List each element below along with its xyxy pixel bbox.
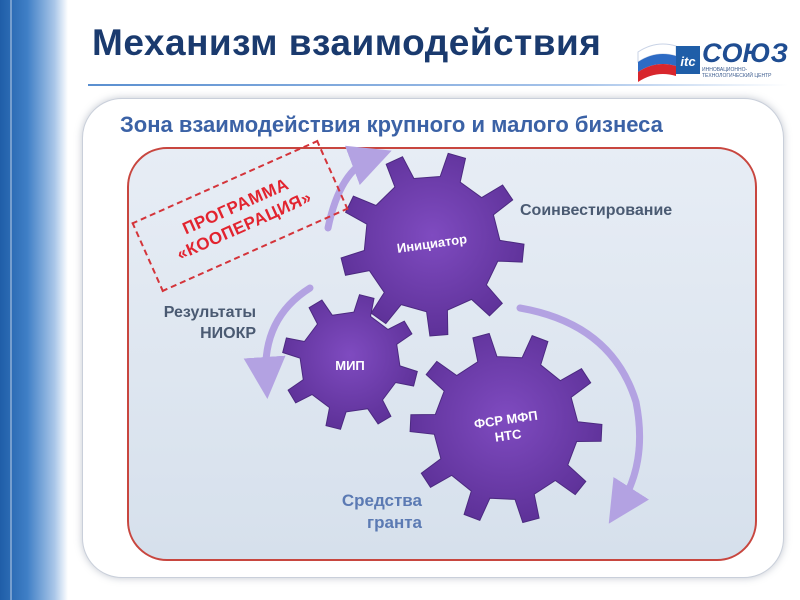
- grant-line2: гранта: [367, 513, 422, 532]
- cofinancing-label: Соинвестирование: [520, 202, 673, 219]
- flag-logo-icon: itc: [637, 43, 700, 82]
- soyuz-logo: itc СОЮЗ ИННОВАЦИОННО-ТЕХНОЛОГИЧЕСКИЙ ЦЕ…: [632, 34, 800, 90]
- left-decorative-band: [0, 0, 68, 600]
- zone-title: Зона взаимодействия крупного и малого би…: [120, 112, 663, 137]
- gear-initiator: [340, 152, 525, 337]
- grant-label: Средства гранта: [296, 490, 422, 534]
- results-label: Результаты НИОКР: [128, 302, 256, 344]
- grant-line1: Средства: [341, 491, 422, 510]
- results-line2: НИОКР: [200, 325, 256, 342]
- arrow-left-arc: [243, 284, 314, 399]
- gear-mip-label: МИП: [335, 358, 365, 373]
- page-title: Механизм взаимодействия: [92, 22, 602, 63]
- logo-name: СОЮЗ: [702, 38, 788, 68]
- gear-fsr: [409, 332, 603, 524]
- arrow-right-arc: [516, 304, 649, 524]
- title-underline: [88, 84, 788, 86]
- arrow-top-arc: [324, 145, 392, 232]
- logo-subtitle: ИННОВАЦИОННО-ТЕХНОЛОГИЧЕСКИЙ ЦЕНТР: [702, 67, 772, 79]
- gear-mip: [282, 294, 418, 430]
- results-line1: Результаты: [163, 304, 256, 321]
- logo-badge: itc: [680, 54, 696, 69]
